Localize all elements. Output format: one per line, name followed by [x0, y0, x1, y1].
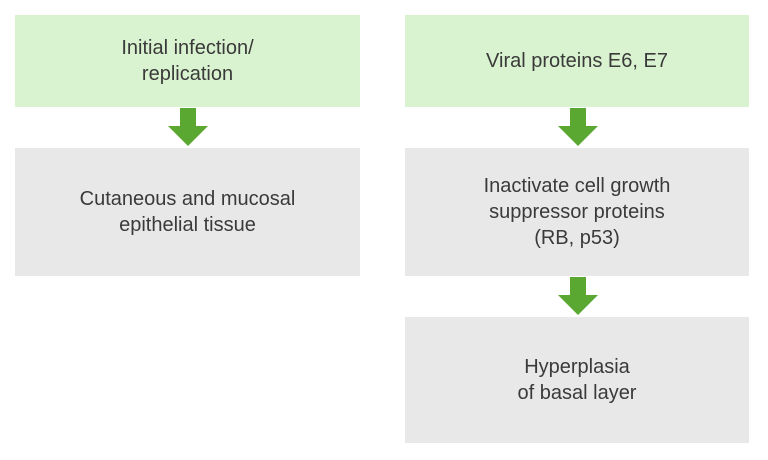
- viral-proteins-label: Viral proteins E6, E7: [486, 50, 668, 72]
- inactivate-proteins-label: Inactivate cell growth suppressor protei…: [483, 175, 671, 249]
- hyperplasia-box: Hyperplasia of basal layer: [405, 317, 749, 443]
- epithelial-tissue-box: Cutaneous and mucosal epithelial tissue: [15, 148, 360, 276]
- arrow-down-icon: [558, 277, 598, 315]
- viral-proteins-box: Viral proteins E6, E7: [405, 15, 749, 107]
- hyperplasia-label: Hyperplasia of basal layer: [517, 356, 637, 404]
- arrow-down-icon: [558, 108, 598, 146]
- initial-infection-label: Initial infection/ replication: [121, 37, 254, 85]
- initial-infection-box: Initial infection/ replication: [15, 15, 360, 107]
- inactivate-proteins-box: Inactivate cell growth suppressor protei…: [405, 148, 749, 276]
- epithelial-tissue-label: Cutaneous and mucosal epithelial tissue: [79, 188, 296, 236]
- arrow-down-icon: [168, 108, 208, 146]
